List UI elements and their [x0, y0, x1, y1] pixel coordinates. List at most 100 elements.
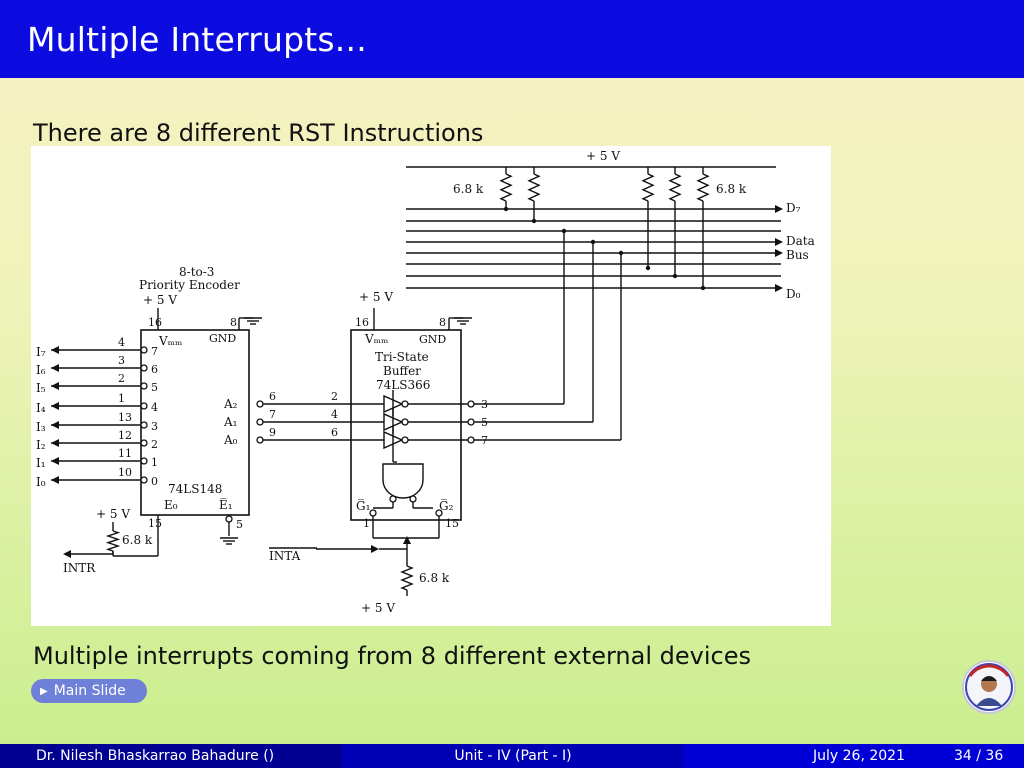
- bus-data-label: Data: [786, 234, 815, 248]
- input-label: I₇: [36, 345, 46, 359]
- input-pin-number: 13: [118, 411, 132, 424]
- pin-bubble: [401, 418, 409, 426]
- pin-bubble: [140, 457, 148, 465]
- encoder-supply-label: + 5 V: [143, 293, 177, 307]
- bus-arrow-icon: [775, 238, 783, 246]
- input-label: I₄: [36, 401, 46, 415]
- pin-bubble: [225, 515, 233, 523]
- junction-dot: [590, 239, 596, 245]
- intr-arrow-icon: [63, 550, 71, 558]
- encoder-heading: Priority Encoder: [139, 278, 240, 292]
- input-bit-number: 4: [151, 401, 158, 414]
- encoder-vcc-label: Vₘₘ: [158, 334, 182, 348]
- resistor-symbol: [527, 173, 541, 202]
- input-label: I₁: [36, 456, 46, 470]
- buffer-line1: Tri-State: [375, 350, 429, 364]
- input-arrow-icon: [51, 421, 59, 429]
- input-pin-number: 10: [118, 466, 132, 479]
- title-bar: Multiple Interrupts...: [0, 0, 1024, 78]
- buffer-input-pin: 6: [331, 426, 338, 439]
- bus-supply-label: + 5 V: [586, 149, 620, 163]
- pin-bubble: [140, 476, 148, 484]
- pin-bubble: [435, 509, 443, 517]
- intr-label: INTR: [63, 561, 96, 575]
- slide-title: Multiple Interrupts...: [27, 20, 367, 59]
- footer-right: July 26, 2021 34 / 36: [684, 744, 1024, 768]
- input-arrow-icon: [51, 457, 59, 465]
- footer-page-number: 34 / 36: [954, 748, 1004, 764]
- input-arrow-icon: [51, 364, 59, 372]
- input-pin-number: 1: [118, 392, 125, 405]
- input-label: I₀: [36, 475, 46, 489]
- bus-d0-label: D₀: [786, 287, 801, 301]
- portrait-icon: [965, 663, 1013, 711]
- input-bit-number: 1: [151, 456, 158, 469]
- pin-bubble: [409, 495, 417, 503]
- encoder-chip: [140, 329, 250, 516]
- pin-bubble: [256, 436, 264, 444]
- encoder-part-label: 74LS148: [168, 482, 222, 496]
- buffer-gnd-label: GND: [419, 333, 446, 346]
- resistor-symbol: [499, 173, 513, 202]
- input-pin-number: 2: [118, 372, 125, 385]
- footer-date: July 26, 2021: [813, 748, 905, 764]
- author-logo: [962, 660, 1016, 714]
- input-bit-number: 3: [151, 420, 158, 433]
- input-label: I₃: [36, 420, 46, 434]
- encoder-eo-label: E₀: [164, 498, 178, 512]
- resistor-symbol: [400, 565, 414, 591]
- inta-label: INTA: [269, 549, 301, 563]
- input-label: I₂: [36, 438, 46, 452]
- bus-d7-label: D₇: [786, 201, 801, 215]
- input-pin-number: 4: [118, 336, 125, 349]
- buffer-pullup-supply: + 5 V: [361, 601, 395, 615]
- input-bit-number: 2: [151, 438, 158, 451]
- buffer-vcc-pin: 16: [355, 316, 369, 329]
- input-label: I₆: [36, 363, 46, 377]
- input-bit-number: 5: [151, 381, 158, 394]
- input-label: I₅: [36, 381, 46, 395]
- input-pin-number: 12: [118, 429, 132, 442]
- bus-resistor-left-label: 6.8 k: [453, 182, 484, 196]
- buffer-g2-label: G̅₂: [439, 498, 454, 513]
- encoder-gnd-label: GND: [209, 332, 236, 345]
- pin-bubble: [467, 400, 475, 408]
- footer-unit: Unit - IV (Part - I): [342, 744, 684, 768]
- resistor-symbol: [696, 173, 710, 202]
- buffer-pullup-label: 6.8 k: [419, 571, 450, 585]
- encoder-output-label: A₀: [223, 433, 238, 447]
- junction-dot: [700, 285, 706, 291]
- bus-arrow-icon: [775, 284, 783, 292]
- buffer-gnd-pin: 8: [439, 316, 446, 329]
- encoder-output-label: A₂: [223, 397, 238, 411]
- encoder-pullup-supply: + 5 V: [96, 507, 130, 521]
- buffer-chip: [350, 329, 462, 521]
- buffer-g2-pin: 15: [445, 517, 459, 530]
- inta-arrow-icon: [371, 545, 379, 553]
- input-arrow-icon: [51, 346, 59, 354]
- bus-bus-label: Bus: [786, 248, 809, 262]
- junction-dot: [503, 206, 509, 212]
- pin-bubble: [467, 418, 475, 426]
- input-arrow-icon: [51, 382, 59, 390]
- pin-bubble: [140, 382, 148, 390]
- encoder-output-pin: 6: [269, 390, 276, 403]
- buffer-output-pin: 7: [481, 434, 488, 447]
- junction-dot: [531, 218, 537, 224]
- pin-bubble: [140, 439, 148, 447]
- pin-bubble: [140, 346, 148, 354]
- and-gate: [382, 463, 424, 499]
- main-slide-label: Main Slide: [53, 683, 126, 699]
- play-icon: ▶: [40, 685, 48, 697]
- buffer-vcc-label: Vₘₘ: [364, 332, 388, 346]
- encoder-gnd-pin: 8: [230, 316, 237, 329]
- main-slide-button[interactable]: ▶ Main Slide: [31, 679, 147, 703]
- buffer-output-pin: 3: [481, 398, 488, 411]
- pin-bubble: [140, 421, 148, 429]
- buffer-input-pin: 4: [331, 408, 338, 421]
- input-bit-number: 0: [151, 475, 158, 488]
- pin-bubble: [256, 400, 264, 408]
- buffer-input-pin: 2: [331, 390, 338, 403]
- input-bit-number: 6: [151, 363, 158, 376]
